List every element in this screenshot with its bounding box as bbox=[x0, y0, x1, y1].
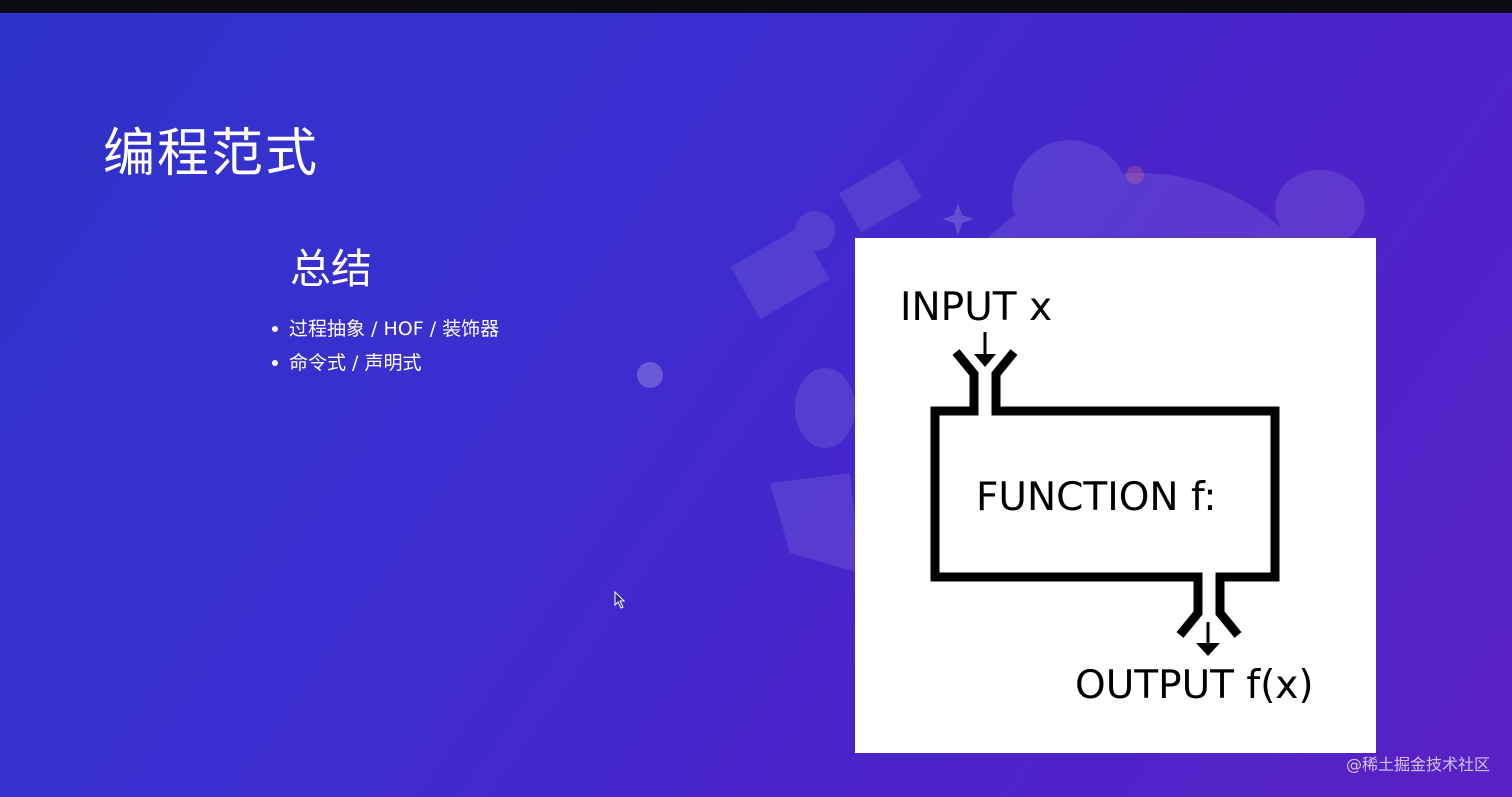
section-subtitle: 总结 bbox=[290, 245, 372, 293]
watermark-text: @稀土掘金技术社区 bbox=[1345, 755, 1490, 774]
bullet-dot-icon bbox=[272, 326, 278, 332]
small-planet-shape bbox=[1126, 166, 1144, 184]
function-diagram-card: INPUT x FUNCTION f: OUTPUT f(x) bbox=[855, 238, 1376, 753]
input-arrow-head-icon bbox=[974, 354, 996, 367]
bullet-item: 命令式 / 声明式 bbox=[272, 346, 499, 380]
astronaut-hand-shape bbox=[1275, 170, 1365, 246]
summary-bullet-list: 过程抽象 / HOF / 装饰器 命令式 / 声明式 bbox=[272, 312, 499, 380]
mouse-cursor-icon bbox=[614, 591, 626, 609]
bullet-item: 过程抽象 / HOF / 装饰器 bbox=[272, 312, 499, 346]
function-label: FUNCTION f: bbox=[976, 475, 1216, 520]
function-box-outline-left bbox=[930, 349, 1203, 638]
sparkle-star-shape bbox=[942, 203, 974, 235]
function-box-outline-right bbox=[991, 349, 1280, 638]
slide-title: 编程范式 bbox=[103, 124, 320, 184]
presentation-slide: 编程范式 总结 过程抽象 / HOF / 装饰器 命令式 / 声明式 INPUT… bbox=[0, 13, 1512, 797]
bullet-text: 过程抽象 / HOF / 装饰器 bbox=[289, 318, 500, 340]
satellite-body-shape bbox=[795, 211, 835, 251]
output-arrow-head-icon bbox=[1196, 643, 1220, 656]
function-diagram: INPUT x FUNCTION f: OUTPUT f(x) bbox=[900, 285, 1314, 708]
planet-dot-shape bbox=[637, 362, 663, 388]
input-label: INPUT x bbox=[900, 285, 1052, 330]
satellite-panel-left-shape bbox=[730, 227, 830, 319]
satellite-panel-right-shape bbox=[838, 158, 922, 233]
astronaut-glove-shape bbox=[795, 368, 855, 448]
astronaut-helmet-shape bbox=[1012, 140, 1128, 256]
output-label: OUTPUT f(x) bbox=[1075, 663, 1314, 708]
top-black-bar bbox=[0, 0, 1512, 13]
bullet-dot-icon bbox=[272, 360, 278, 366]
bullet-text: 命令式 / 声明式 bbox=[289, 352, 422, 374]
flag-shape bbox=[770, 473, 860, 573]
